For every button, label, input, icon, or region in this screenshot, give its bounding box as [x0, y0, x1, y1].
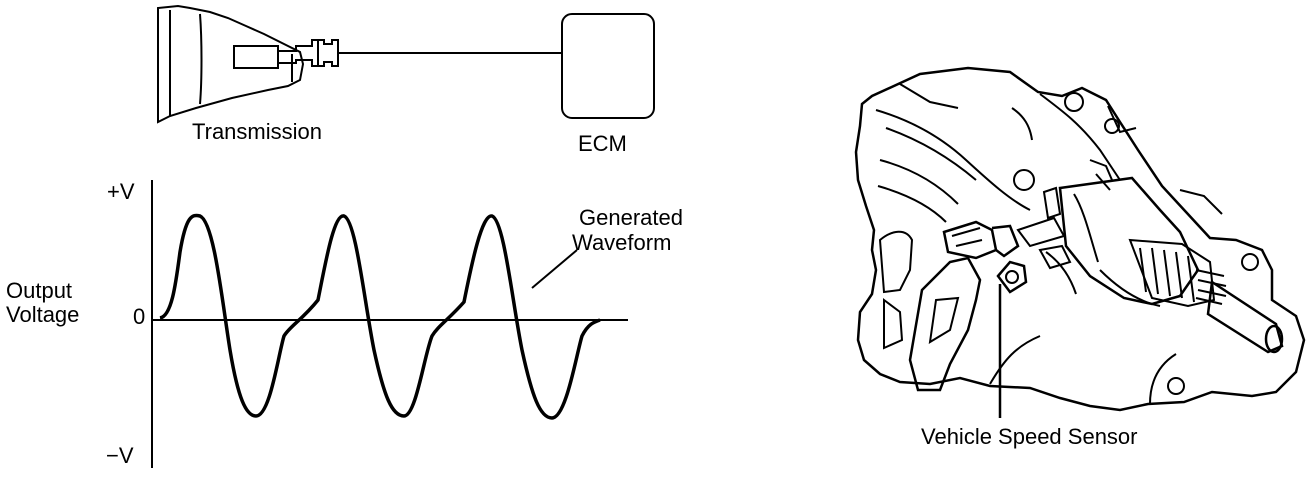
transmission-outline: [157, 4, 305, 124]
y-axis-label-voltage: Voltage: [6, 302, 79, 327]
speed-sensor: [942, 159, 1113, 294]
left-bracket: [878, 230, 982, 392]
sensor-label: Vehicle Speed Sensor: [921, 424, 1138, 449]
annotation-leader: [531, 249, 578, 289]
ecm-box: [561, 13, 655, 119]
transmission-housing: [854, 66, 1306, 412]
ecm-label: ECM: [578, 131, 627, 156]
annotation-waveform: Waveform: [572, 230, 671, 255]
y-axis-label-output: Output: [6, 278, 72, 303]
output-shaft: [1058, 176, 1284, 354]
sensor-connector: [277, 39, 339, 67]
generated-waveform: [159, 213, 601, 420]
waveform-graph: +V 0 −V Output Voltage Generated Wavefor…: [6, 179, 683, 468]
system-diagram: Transmission ECM: [157, 4, 655, 156]
y-bottom-label: −V: [106, 443, 134, 468]
annotation-generated: Generated: [579, 205, 683, 230]
transmission-label: Transmission: [192, 119, 322, 144]
y-top-label: +V: [107, 179, 135, 204]
speed-sensor-body: [233, 45, 279, 69]
y-zero-label: 0: [133, 304, 145, 329]
sensor-illustration: Vehicle Speed Sensor: [854, 66, 1306, 449]
